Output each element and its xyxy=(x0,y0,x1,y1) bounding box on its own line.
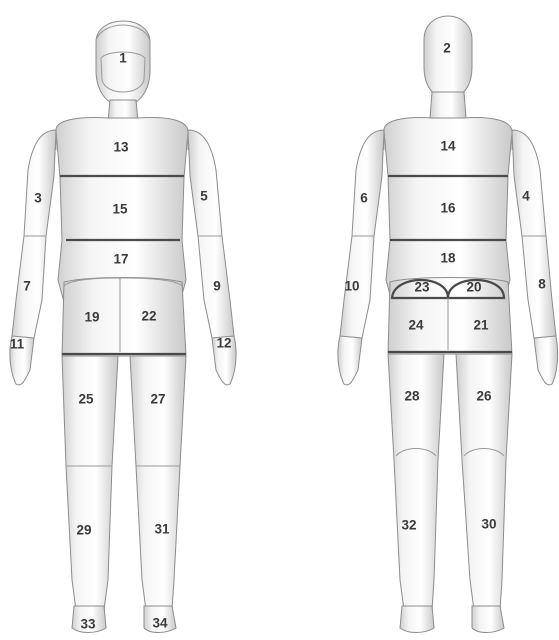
zone-label: 25 xyxy=(78,392,94,407)
zone-label: 29 xyxy=(76,523,91,538)
zone-label: 30 xyxy=(481,517,496,532)
zone-label: 17 xyxy=(113,252,128,267)
zone-label: 22 xyxy=(141,309,156,324)
front-figure xyxy=(10,21,236,633)
zone-label: 11 xyxy=(10,337,25,352)
zone-label: 12 xyxy=(216,336,231,351)
zone-label: 27 xyxy=(150,392,165,407)
zone-label: 24 xyxy=(408,318,424,333)
back-figure xyxy=(338,16,558,633)
zone-label: 19 xyxy=(84,310,99,325)
zone-label: 31 xyxy=(154,522,170,537)
zone-label: 10 xyxy=(344,279,359,294)
zone-label: 15 xyxy=(112,202,128,217)
zone-label: 28 xyxy=(404,389,420,404)
zone-label: 13 xyxy=(113,140,129,155)
zone-label: 20 xyxy=(466,280,481,295)
zone-label: 1 xyxy=(119,51,127,66)
zone-label: 33 xyxy=(80,617,96,632)
zone-label: 5 xyxy=(200,189,208,204)
zone-label: 9 xyxy=(213,279,221,294)
zone-label: 3 xyxy=(34,191,42,206)
zone-label: 18 xyxy=(440,251,456,266)
zone-label: 34 xyxy=(152,616,168,631)
zone-label: 26 xyxy=(476,389,492,404)
zone-label: 32 xyxy=(401,518,416,533)
zone-label: 14 xyxy=(440,139,456,154)
zone-label: 6 xyxy=(360,191,368,206)
zone-label: 23 xyxy=(414,280,430,295)
zone-label: 16 xyxy=(440,201,456,216)
zone-label: 21 xyxy=(473,318,489,333)
zone-label: 7 xyxy=(23,279,31,294)
zone-label: 4 xyxy=(522,189,530,204)
zone-label: 2 xyxy=(443,41,451,56)
zone-label: 8 xyxy=(538,277,546,292)
